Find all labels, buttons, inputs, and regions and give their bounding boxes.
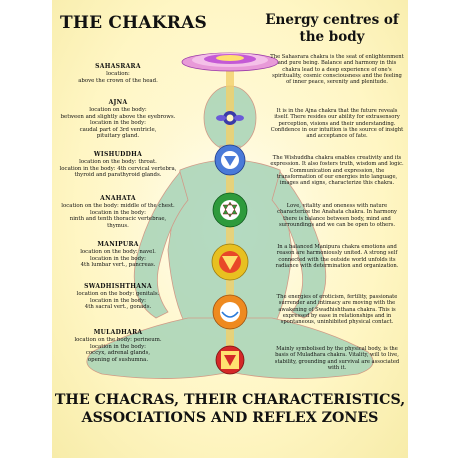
- chakra-location-line: caudal part of 3rd ventricle,: [79, 126, 157, 133]
- body-silhouette: [86, 85, 374, 379]
- footer-line: ASSOCIATIONS AND REFLEX ZONES: [81, 410, 379, 426]
- wishuddha-chakra-icon: [214, 144, 246, 176]
- description-sahasrara: The Sahasrara chakra is the seat of enli…: [270, 54, 404, 86]
- chakra-name: WISHUDDHA: [93, 151, 143, 158]
- anahata-chakra-icon: [212, 192, 248, 228]
- chakra-location-line: location on the body: navel.: [80, 249, 156, 256]
- chakra-location-line: location in the body:: [90, 343, 146, 350]
- chakra-location-line: 4th sacral vert., gonads.: [84, 304, 152, 311]
- poster-title: THE CHAKRAS: [60, 13, 207, 33]
- description-wishuddha: The Wishuddha chakra enables creativity …: [270, 155, 404, 187]
- manipura-chakra-icon: [211, 243, 249, 281]
- description-anahata: Love, vitality and oneness with nature c…: [277, 203, 397, 228]
- chakra-name: MULADHARA: [93, 329, 143, 336]
- poster-paper: THE CHAKRAS Energy centres of the body S…: [52, 0, 408, 458]
- chakra-location-line: opening of sushumna.: [87, 356, 149, 363]
- chakra-location-line: thymus.: [107, 222, 129, 229]
- chakra-location-line: location on the body: middle of the ches…: [61, 203, 175, 210]
- chakra-location-line: location in the body:: [90, 209, 146, 216]
- swadhishthana-chakra-icon: [212, 294, 248, 330]
- chakra-name: SAHASRARA: [95, 63, 141, 70]
- description-swadhishthana: The energies of eroticism, fertility, pa…: [276, 294, 398, 326]
- poster-footer-title: THE CHACRAS, THEIR CHARACTERISTICS, ASSO…: [52, 391, 408, 427]
- chakra-location-line: location in the body:: [90, 297, 146, 304]
- label-sahasrara: SAHASRARA location: above the crown of t…: [58, 63, 178, 84]
- chakra-name: MANIPURA: [97, 241, 139, 248]
- subtitle-line: the body: [299, 29, 365, 45]
- chakra-location-line: 4th lumbar vert., pancreas.: [80, 262, 156, 269]
- description-ajna: It is in the Ajna chakra that the future…: [270, 108, 404, 140]
- chakra-name: AJNA: [108, 99, 128, 106]
- muladhara-chakra-icon: [215, 345, 245, 375]
- chakra-name: ANAHATA: [100, 195, 136, 202]
- subtitle-line: Energy centres of: [265, 12, 399, 28]
- chakra-location-line: thyroid and parathyroid glands.: [74, 172, 162, 179]
- sahasrara-lotus-icon: [181, 52, 279, 72]
- chakra-location-line: location on the body: genitals.: [76, 291, 160, 298]
- footer-line: THE CHACRAS, THEIR CHARACTERISTICS,: [54, 392, 406, 408]
- chakra-location-line: location:: [106, 71, 130, 78]
- chakra-location-line: location in the body:: [90, 255, 146, 262]
- meditating-figure-illustration: [80, 52, 380, 400]
- label-wishuddha: WISHUDDHA location on the body: throat. …: [58, 151, 178, 179]
- label-muladhara: MULADHARA location on the body: perineum…: [58, 329, 178, 363]
- chakra-location-line: above the crown of the head.: [78, 77, 158, 84]
- chakra-location-line: between and slightly above the eyebrows.: [60, 113, 176, 120]
- label-anahata: ANAHATA location on the body: middle of …: [58, 195, 178, 229]
- chakra-location-line: coccyx, adrenal glands,: [85, 350, 151, 357]
- label-ajna: AJNA location on the body: between and s…: [58, 99, 178, 140]
- description-muladhara: Mainly symbolised by the physical body, …: [274, 346, 400, 371]
- chakra-location-line: location in the body:: [90, 120, 146, 127]
- chakra-location-line: ninth and tenth thoracic vertebrae,: [69, 216, 167, 223]
- description-manipura: In a balanced Manipura chakra emotions a…: [275, 244, 399, 269]
- chakra-location-line: location on the body: throat.: [79, 159, 157, 166]
- chakra-location-line: location on the body: perineum.: [74, 337, 162, 344]
- label-manipura: MANIPURA location on the body: navel. lo…: [58, 241, 178, 269]
- ajna-chakra-icon: [216, 111, 244, 125]
- chakra-location-line: location in the body: 4th cervical verte…: [59, 165, 177, 172]
- chakra-location-line: location on the body:: [89, 107, 147, 114]
- label-swadhishthana: SWADHISHTHANA location on the body: geni…: [58, 283, 178, 311]
- poster-subtitle: Energy centres of the body: [264, 12, 400, 46]
- chakra-location-line: pituitary gland.: [96, 133, 140, 140]
- chakra-name: SWADHISHTHANA: [84, 283, 152, 290]
